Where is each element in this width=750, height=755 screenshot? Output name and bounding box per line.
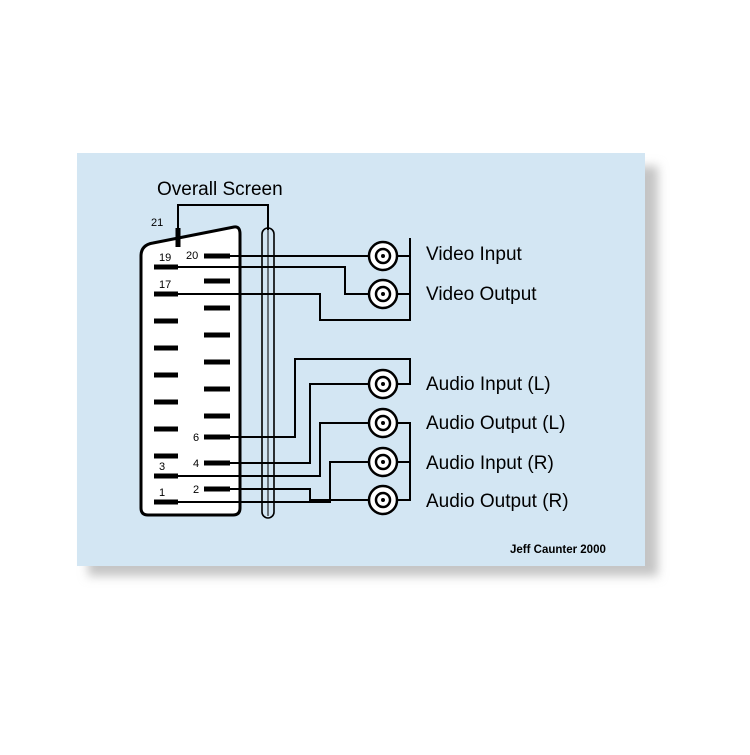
label-audio-input-r: Audio Input (R) <box>426 453 554 474</box>
label-audio-input-l: Audio Input (L) <box>426 374 551 395</box>
screen-wire <box>177 204 269 245</box>
signal-wires <box>178 238 411 503</box>
phono-connector-audio-input-r <box>367 446 399 478</box>
label-video-input: Video Input <box>426 244 523 265</box>
phono-connector-video-input <box>367 240 399 272</box>
phono-connector-audio-output-l <box>367 407 399 439</box>
author-credit: Jeff Caunter 2000 <box>510 544 606 556</box>
pin-label-6: 6 <box>193 432 199 444</box>
overall-screen-label: Overall Screen <box>157 179 283 200</box>
label-audio-output-l: Audio Output (L) <box>426 413 565 434</box>
wire-pin1-audio-output-r <box>178 461 368 503</box>
pin-label-21: 21 <box>151 217 163 229</box>
label-video-output: Video Output <box>426 284 537 305</box>
pin-label-17: 17 <box>159 279 171 291</box>
pin-label-2: 2 <box>193 484 199 496</box>
phono-connector-audio-input-l <box>367 368 399 400</box>
pin-label-1: 1 <box>159 487 165 499</box>
phono-connectors <box>367 240 399 516</box>
wire-pin6-audio-input-l <box>230 358 411 438</box>
pin-label-3: 3 <box>159 461 165 473</box>
pin-label-4: 4 <box>193 458 199 470</box>
scart-pins-left <box>154 264 178 505</box>
pin-label-20: 20 <box>186 250 198 262</box>
phono-connector-audio-output-r <box>367 484 399 516</box>
pin-label-19: 19 <box>159 252 171 264</box>
scart-pins-right <box>204 253 230 492</box>
screen-cable-sleeve <box>261 227 275 519</box>
wire-pin3-audio-output-l <box>178 422 368 477</box>
wire-pin17-video-ground <box>178 256 411 321</box>
wire-pin4-audio-ground <box>230 383 368 464</box>
phono-connector-video-output <box>367 278 399 310</box>
scart-connector-body <box>139 225 242 517</box>
label-audio-output-r: Audio Output (R) <box>426 491 569 512</box>
wire-pin2-audio-input-r <box>230 488 368 501</box>
